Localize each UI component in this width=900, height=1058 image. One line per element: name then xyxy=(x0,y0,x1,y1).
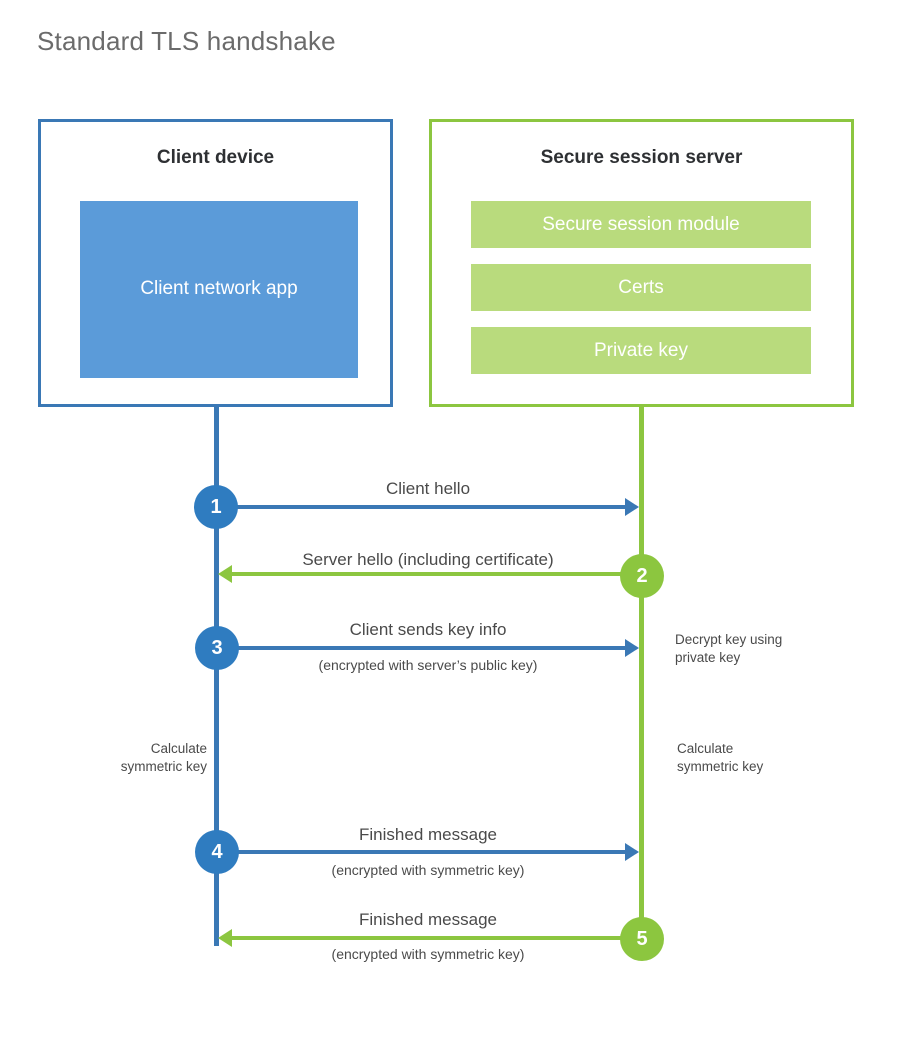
step-3-arrow-head-icon xyxy=(625,639,639,657)
server-decrypt-annotation-line-1: Decrypt key using xyxy=(675,632,783,647)
server-component-label: Private key xyxy=(594,339,688,361)
step-2-marker[interactable]: 2 xyxy=(620,554,664,598)
step-4-number: 4 xyxy=(211,840,223,863)
page-title: Standard TLS handshake xyxy=(37,26,336,56)
step-4-message-sublabel: (encrypted with symmetric key) xyxy=(331,862,525,878)
step-3-marker[interactable]: 3 xyxy=(195,626,239,670)
step-1-arrow-head-icon xyxy=(625,498,639,516)
server-component-label: Certs xyxy=(618,276,664,298)
step-3-arrow-line xyxy=(216,646,626,650)
server-component-secure-session-module: Secure session module xyxy=(471,201,811,248)
step-5-arrow-head-icon xyxy=(218,929,232,947)
server-component-certs: Certs xyxy=(471,264,811,311)
client-network-app-component: Client network app xyxy=(80,201,358,378)
client-device-box: Client device Client network app xyxy=(38,119,393,407)
server-lifeline xyxy=(639,406,644,940)
server-component-label: Secure session module xyxy=(542,213,740,235)
client-network-app-label: Client network app xyxy=(140,278,298,300)
step-3-message-sublabel: (encrypted with server’s public key) xyxy=(318,657,538,673)
step-4-arrow-head-icon xyxy=(625,843,639,861)
secure-session-server-title: Secure session server xyxy=(540,147,743,168)
server-calculate-annotation-line-1: Calculate xyxy=(677,741,734,756)
server-calculate-symmetric-key-annotation: Calculate symmetric key xyxy=(677,740,867,776)
step-1-arrow-line xyxy=(216,505,626,509)
client-calculate-symmetric-key-annotation: Calculate symmetric key xyxy=(20,740,207,776)
step-2-number: 2 xyxy=(636,564,648,587)
step-4-arrow-line xyxy=(216,850,626,854)
secure-session-server-box: Secure session server Secure session mod… xyxy=(429,119,854,407)
step-1-marker[interactable]: 1 xyxy=(194,485,238,529)
step-2-arrow-line xyxy=(232,572,640,576)
step-5-arrow-line xyxy=(232,936,640,940)
step-5-number: 5 xyxy=(636,927,648,950)
step-5-marker[interactable]: 5 xyxy=(620,917,664,961)
step-5-message-sublabel: (encrypted with symmetric key) xyxy=(331,946,525,962)
step-4-marker[interactable]: 4 xyxy=(195,830,239,874)
server-decrypt-annotation-line-2: private key xyxy=(675,649,741,665)
step-2-arrow-head-icon xyxy=(218,565,232,583)
server-component-private-key: Private key xyxy=(471,327,811,374)
server-decrypt-annotation: Decrypt key using private key xyxy=(675,631,855,667)
step-2-message-label: Server hello (including certificate) xyxy=(302,550,554,569)
client-lifeline xyxy=(214,406,219,946)
client-device-title: Client device xyxy=(156,147,275,168)
step-5-message-label: Finished message xyxy=(359,910,497,929)
step-1-number: 1 xyxy=(210,495,222,518)
server-calculate-annotation-line-2: symmetric key xyxy=(677,758,764,774)
step-3-number: 3 xyxy=(211,636,223,659)
step-4-message-label: Finished message xyxy=(359,825,497,844)
client-calculate-annotation-line-1: Calculate xyxy=(150,741,207,756)
client-calculate-annotation-line-2: symmetric key xyxy=(120,758,207,774)
step-3-message-label: Client sends key info xyxy=(349,620,507,639)
step-1-message-label: Client hello xyxy=(385,479,471,498)
